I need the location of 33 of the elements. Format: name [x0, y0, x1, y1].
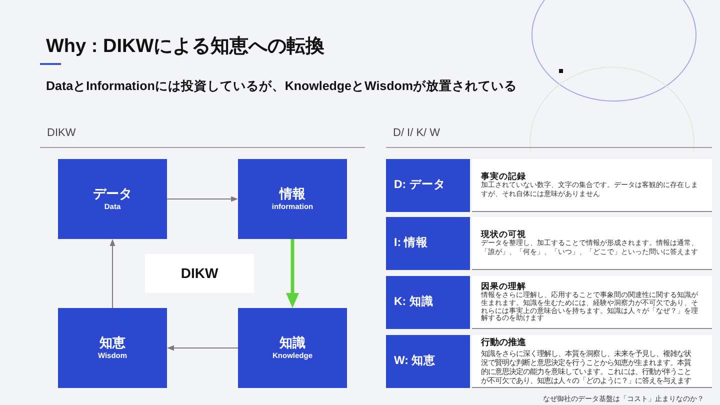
stage-title: 知恵 — [100, 335, 126, 351]
stage-box — [58, 159, 167, 239]
row-heading: 行動の推進 — [481, 337, 527, 348]
row-heading: 事実の記録 — [481, 171, 527, 181]
stage-box — [238, 159, 347, 239]
row-heading: 因果の理解 — [481, 281, 526, 292]
page-title: Why : DIKWによる知恵への転換 — [46, 36, 325, 59]
section-heading: DIKW — [47, 127, 76, 140]
row-tag-panel — [386, 159, 470, 212]
row-tag-text: D: データ — [394, 178, 446, 192]
arrow — [167, 345, 238, 351]
stage-title: 知識 — [280, 335, 306, 351]
stage-title: 情報 — [280, 186, 306, 202]
row-tag-panel — [386, 276, 470, 329]
row-tag-panel — [386, 335, 470, 388]
row-tag-text: K: 知識 — [394, 296, 434, 310]
arrow — [166, 196, 238, 202]
section-heading: D/ I/ K/ W — [393, 127, 440, 140]
row-card — [472, 276, 712, 329]
row-card — [472, 159, 712, 212]
row-tag-text: I: 情報 — [394, 236, 430, 250]
arrow — [286, 239, 299, 308]
subtitle: DataとInformationには投資しているが、KnowledgeとWisdomが放置されている — [46, 79, 518, 94]
row-tag-panel — [386, 217, 470, 270]
stage-box — [58, 308, 167, 388]
arrow — [110, 239, 116, 308]
row-tag-text: W: 知恵 — [394, 354, 437, 368]
row-card — [472, 217, 712, 270]
center-label: DIKW — [180, 265, 218, 282]
stage-title: データ — [93, 186, 132, 202]
row-heading: 現状の可視 — [481, 229, 527, 239]
stage-box — [238, 308, 347, 388]
row-card — [472, 335, 712, 388]
